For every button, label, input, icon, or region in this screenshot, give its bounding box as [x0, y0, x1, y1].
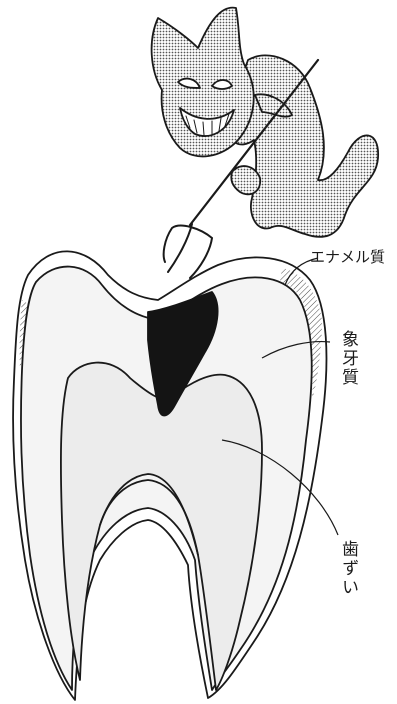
label-dentin: 象牙質: [336, 330, 361, 387]
label-pulp: 歯ずい: [336, 540, 361, 597]
label-enamel: エナメル質: [310, 246, 385, 267]
